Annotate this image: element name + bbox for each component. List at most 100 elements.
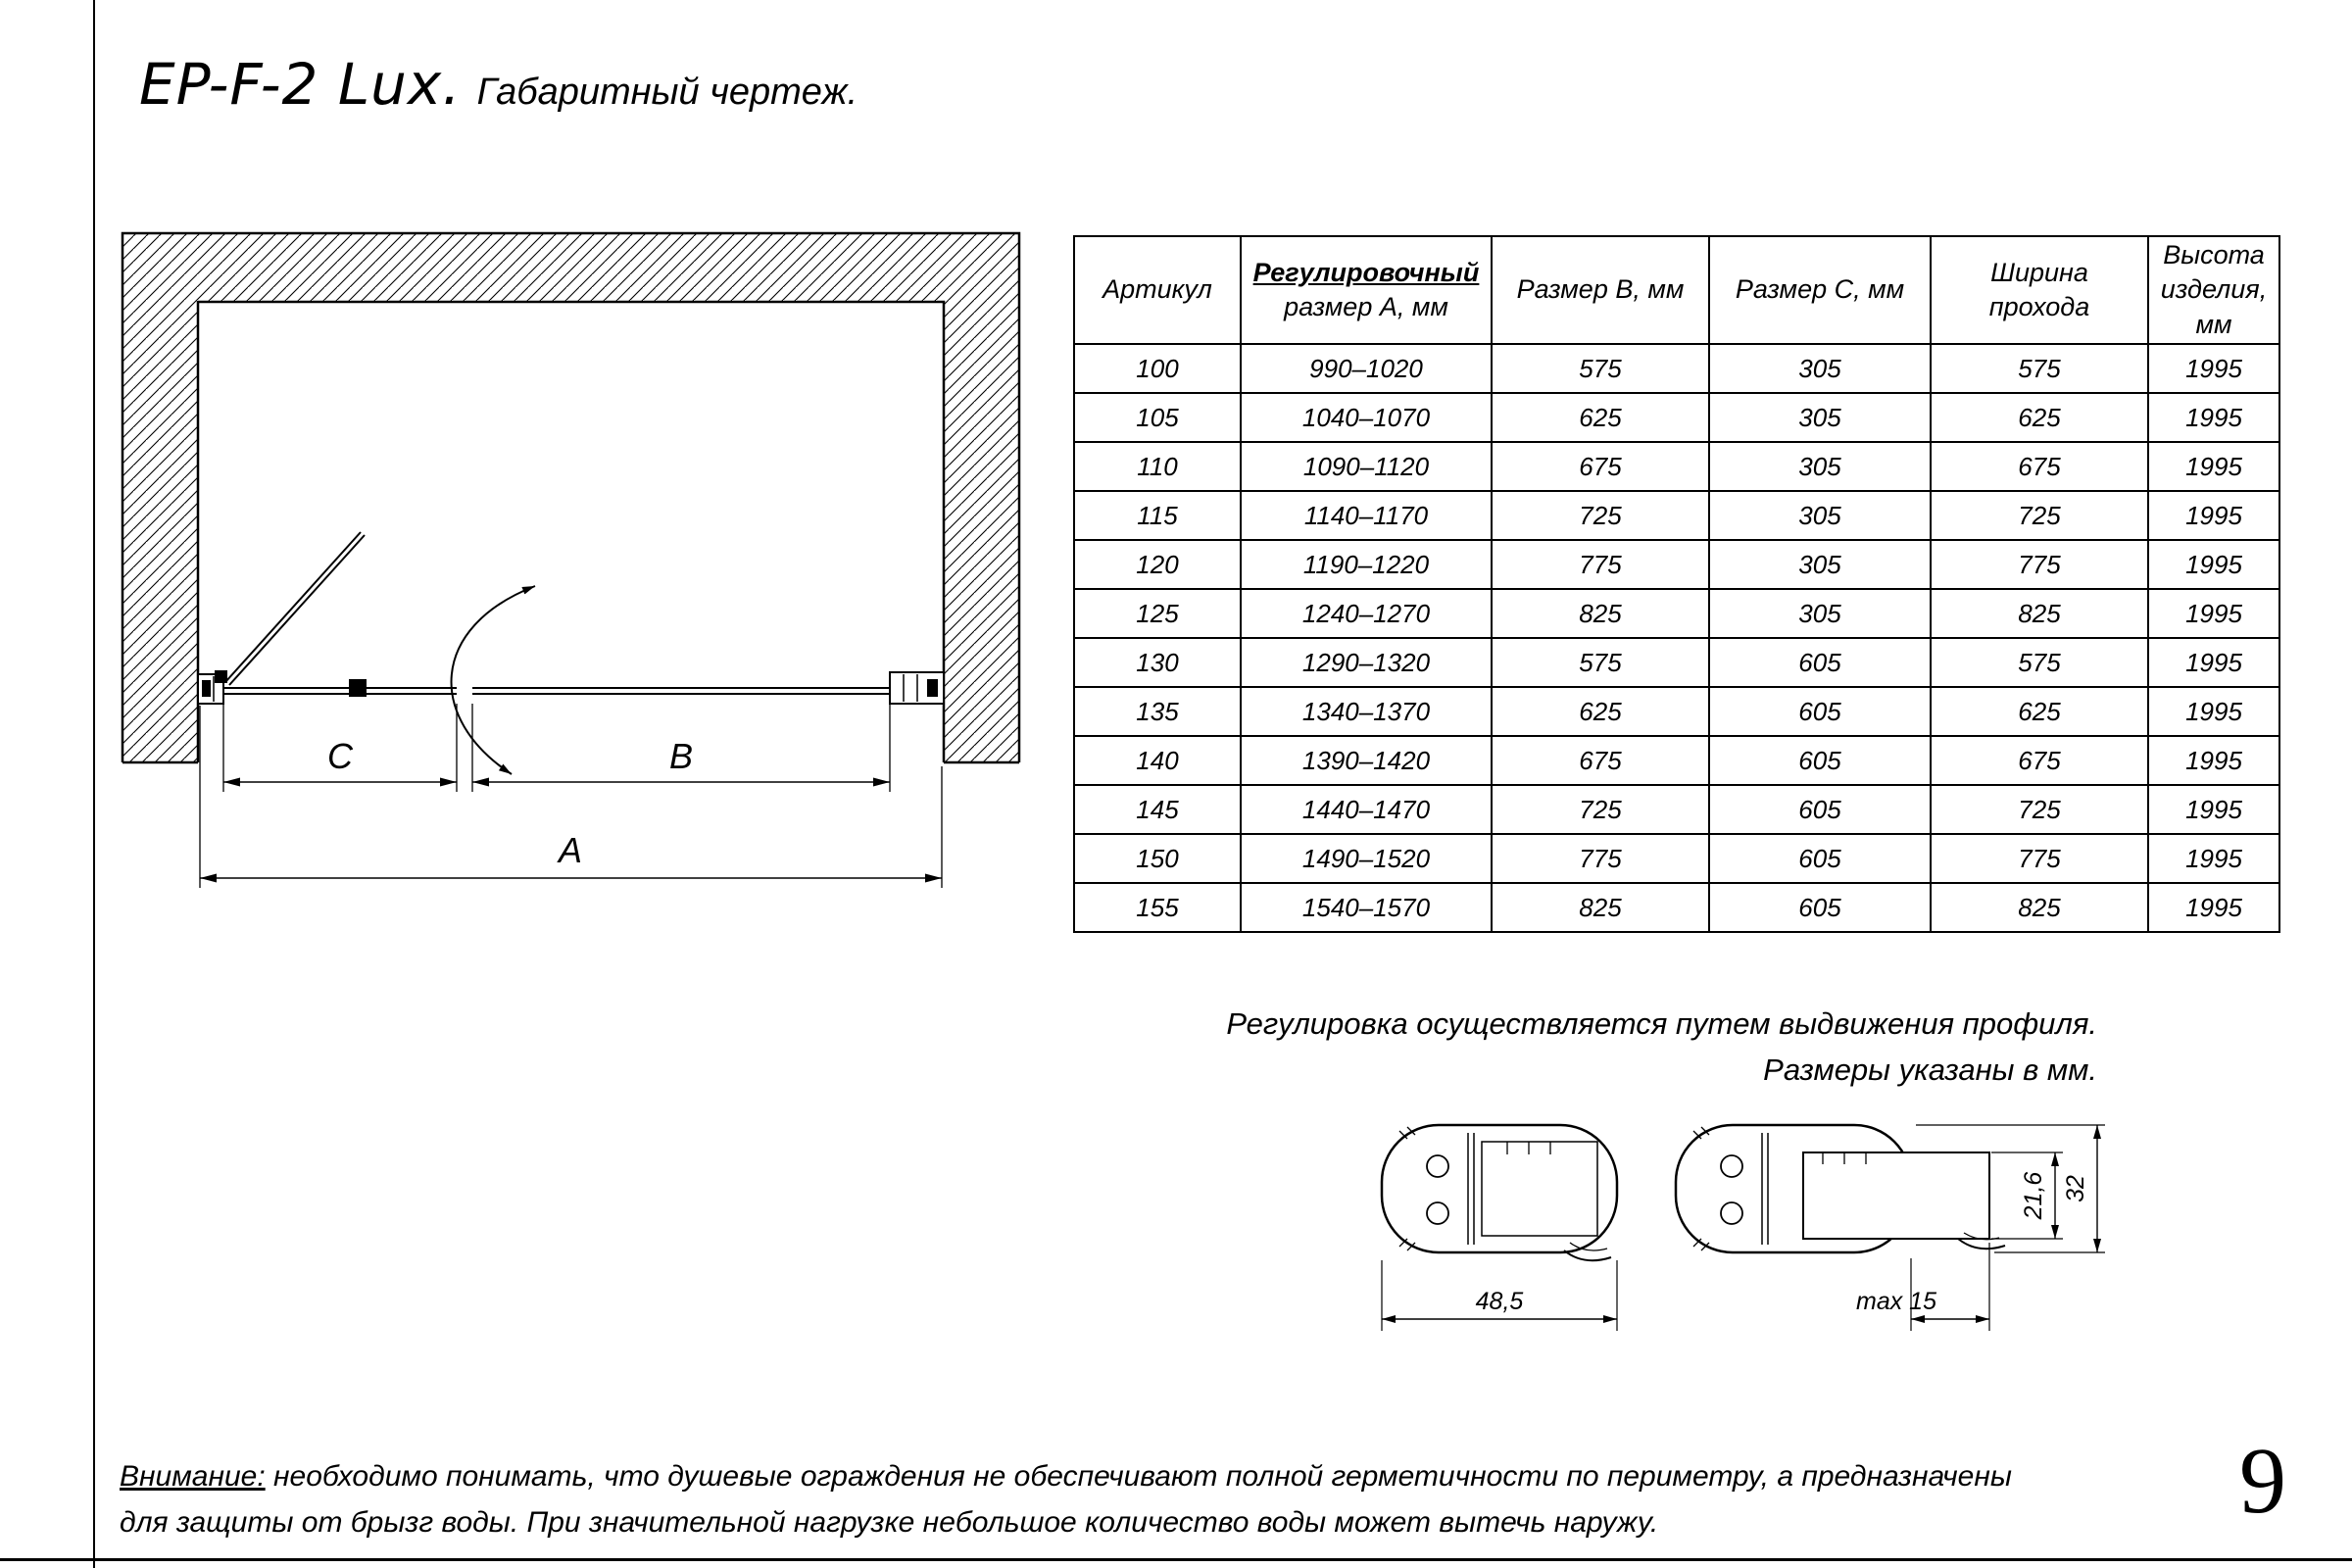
table-cell: 775: [1491, 833, 1710, 884]
table-cell: 130: [1073, 637, 1242, 688]
adjustment-notes: Регулировка осуществляется путем выдвиже…: [1220, 1002, 2097, 1093]
table-cell: 825: [1491, 588, 1710, 639]
table-cell: 1995: [2147, 637, 2280, 688]
profile-section-extended: [1674, 1123, 2006, 1254]
passage-width-line1: Ширина: [1990, 257, 2088, 287]
dim-label-a: A: [557, 830, 582, 870]
col-header-adjust-size-a: Регулировочный размер A, мм: [1240, 235, 1493, 345]
table-cell: 100: [1073, 343, 1242, 394]
table-cell: 605: [1708, 686, 1932, 737]
table-cell: 1995: [2147, 588, 2280, 639]
size-table: Артикул Регулировочный размер A, мм Разм…: [1073, 235, 2280, 933]
table-cell: 625: [1491, 686, 1710, 737]
passage-width-line2: прохода: [1988, 292, 2090, 321]
col-header-article: Артикул: [1073, 235, 1242, 345]
dimension-extension-lines: [199, 704, 943, 888]
table-cell: 675: [1930, 735, 2149, 786]
table-cell: 1390–1420: [1240, 735, 1493, 786]
table-cell: 1995: [2147, 735, 2280, 786]
table-cell: 1995: [2147, 539, 2280, 590]
table-cell: 1995: [2147, 833, 2280, 884]
table-cell: 625: [1491, 392, 1710, 443]
table-cell: 305: [1708, 392, 1932, 443]
table-cell: 825: [1930, 588, 2149, 639]
table-cell: 155: [1073, 882, 1242, 933]
col-header-product-height: Высота изделия, мм: [2147, 235, 2280, 345]
col-header-size-c: Размер C, мм: [1708, 235, 1932, 345]
wall-hatching: [121, 231, 1021, 764]
table-cell: 1290–1320: [1240, 637, 1493, 688]
table-cell: 115: [1073, 490, 1242, 541]
col-header-adjust-line2: размер A, мм: [1284, 292, 1448, 321]
table-cell: 1540–1570: [1240, 882, 1493, 933]
profile-cross-sections: 48,5 max 15 21,6: [1380, 1123, 2105, 1331]
warning-label: Внимание:: [120, 1460, 266, 1493]
model-name: EP-F-2 Lux.: [139, 51, 462, 118]
dimension-max-15: max 15: [1856, 1243, 1990, 1331]
enclosure-dimensional-drawing: C B A: [121, 231, 1021, 888]
drawing-type-label: Габаритный чертеж.: [476, 72, 858, 113]
table-cell: 725: [1491, 784, 1710, 835]
right-wall-profile: [889, 671, 945, 705]
table-cell: 725: [1930, 490, 2149, 541]
door-swing-arc: [450, 585, 536, 775]
table-cell: 145: [1073, 784, 1242, 835]
product-height-line1: Высота: [2163, 240, 2265, 270]
table-cell: 1995: [2147, 392, 2280, 443]
swing-door-open: [215, 531, 367, 697]
table-cell: 625: [1930, 686, 2149, 737]
table-cell: 625: [1930, 392, 2149, 443]
dim-label-c: C: [327, 736, 354, 776]
table-cell: 305: [1708, 588, 1932, 639]
table-cell: 675: [1491, 735, 1710, 786]
table-cell: 1995: [2147, 882, 2280, 933]
table-cell: 725: [1491, 490, 1710, 541]
table-cell: 1040–1070: [1240, 392, 1493, 443]
dimension-32: 32: [1916, 1124, 2105, 1253]
dimension-a: A: [200, 830, 942, 883]
table-cell: 825: [1930, 882, 2149, 933]
note-line-1: Регулировка осуществляется путем выдвиже…: [1226, 1006, 2097, 1041]
dimension-b: B: [472, 736, 890, 787]
product-height-line3: мм: [2195, 309, 2232, 339]
table-cell: 1995: [2147, 784, 2280, 835]
table-cell: 110: [1073, 441, 1242, 492]
page-frame-left: [93, 0, 95, 1568]
table-cell: 575: [1491, 637, 1710, 688]
table-cell: 725: [1930, 784, 2149, 835]
profile-section-closed: [1380, 1123, 1619, 1262]
note-line-2: Размеры указаны в мм.: [1763, 1052, 2097, 1087]
page-title: EP-F-2 Lux. Габаритный чертеж.: [139, 51, 858, 118]
table-cell: 305: [1708, 441, 1932, 492]
table-cell: 1190–1220: [1240, 539, 1493, 590]
warning-note: Внимание: необходимо понимать, что душев…: [120, 1454, 2129, 1545]
table-cell: 1490–1520: [1240, 833, 1493, 884]
table-cell: 1440–1470: [1240, 784, 1493, 835]
table-cell: 135: [1073, 686, 1242, 737]
dim-label-b: B: [669, 736, 693, 776]
table-cell: 775: [1930, 539, 2149, 590]
table-cell: 575: [1930, 343, 2149, 394]
table-cell: 825: [1491, 882, 1710, 933]
table-cell: 1995: [2147, 343, 2280, 394]
table-cell: 1340–1370: [1240, 686, 1493, 737]
table-cell: 1995: [2147, 441, 2280, 492]
warning-line-2: для защиты от брызг воды. При значительн…: [120, 1505, 1659, 1539]
table-cell: 775: [1930, 833, 2149, 884]
col-header-passage-width: Ширина прохода: [1930, 235, 2149, 345]
table-cell: 305: [1708, 490, 1932, 541]
table-cell: 605: [1708, 833, 1932, 884]
table-cell: 140: [1073, 735, 1242, 786]
table-cell: 125: [1073, 588, 1242, 639]
